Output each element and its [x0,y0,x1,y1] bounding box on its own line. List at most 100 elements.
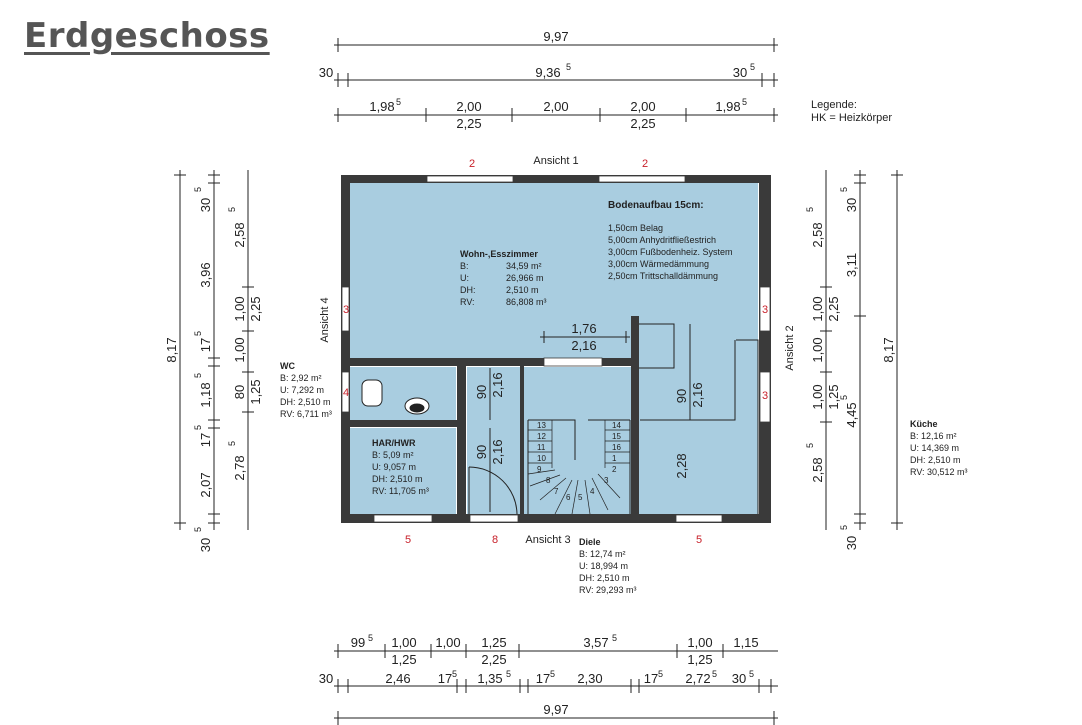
dim-right-c1-d: 30 [844,536,859,550]
stair-num: 12 [537,432,546,441]
dimension-lines [174,38,903,725]
room-line: U: 14,369 m [910,443,960,453]
dim-bot1-g: 1,15 [733,635,758,650]
dim-left-c2-c: 1,00 [232,337,247,362]
dim-inner-v3: 90 [474,445,489,459]
dim-inner-v4: 2,16 [490,439,505,464]
window-mark-top-2: 2 [642,158,648,170]
dim-top2-a: 30 [319,65,333,80]
fixtures [361,323,759,515]
dim-bot2-g: 17 [644,671,658,686]
dim-top3b-a: 2,25 [456,116,481,131]
dim-left-c3-b: 1,25 [248,379,263,404]
dim-bot2-g-sup: 5 [658,669,663,679]
dim-left-c2-b: 1,00 [232,296,247,321]
dim-inner-v2: 2,16 [490,372,505,397]
dim-top3-e: 1,98 [715,99,740,114]
stair-num: 7 [554,487,559,496]
room-line: U: 7,292 m [280,385,325,395]
room-val: 26,966 m [506,273,544,283]
dim-bot2-h: 2,72 [685,671,710,686]
dim-right-c2-a-sup: 5 [805,207,815,212]
dim-bot1-d: 1,25 [481,635,506,650]
dim-bot1b-a: 1,25 [391,652,416,667]
dim-right-c2-c: 1,00 [810,337,825,362]
dim-right-c3-a: 2,25 [826,296,841,321]
stair-num: 14 [612,421,621,430]
floor-buildup-note: Bodenaufbau 15cm: 1,50cm Belag 5,00cm An… [608,200,733,282]
stair-outline [527,419,631,514]
room-line: DH: 2,510 m [280,397,331,407]
room-line: DH: 2,510 m [372,474,423,484]
wall-inner-h2 [350,420,457,427]
dim-inner-h2: 2,16 [571,338,596,353]
dim-bot2-i: 30 [732,671,746,686]
window-right-2 [759,371,771,423]
dim-left-c3-a: 2,25 [248,296,263,321]
room-line: U: 9,057 m [372,462,417,472]
room-fills [350,182,758,514]
sink-bowl-icon [409,403,425,413]
wall-bottom [341,514,771,523]
window-top-1 [426,175,514,183]
dim-left-c2-a: 2,58 [232,222,247,247]
room-val: 2,510 m [506,285,539,295]
room-kueche [639,320,758,514]
dim-bot1-a-sup: 5 [368,633,373,643]
room-line: DH: 2,510 m [910,455,961,465]
legend-line: HK = Heizkörper [811,112,893,124]
window-bottom-2 [469,514,519,523]
stair-numbers: 13 12 11 10 9 8 14 15 16 1 2 3 4 5 6 7 [537,421,621,502]
dim-left-c1-g-sup: 5 [193,527,203,532]
dim-bot2-d: 1,35 [477,671,502,686]
page-title: Erdgeschoss [24,16,270,56]
dim-right-c1-d-sup: 5 [839,525,849,530]
dim-right-c1-a: 30 [844,198,859,212]
dim-left-c1-e: 17 [198,433,213,447]
dim-bot2-c-sup: 5 [452,669,457,679]
stair-num: 11 [537,443,546,452]
room-line: B: 5,09 m² [372,450,414,460]
dim-left-c1-a: 30 [198,198,213,212]
dim-bot2-d-sup: 5 [506,669,511,679]
dim-left-c1-g: 30 [198,538,213,552]
wall-inner-v2 [457,366,466,514]
dim-bot1-c: 1,00 [435,635,460,650]
wall-top [341,175,771,183]
room-name: Küche [910,419,938,429]
legend-heading: Legende: [811,99,857,111]
wall-left [341,175,350,523]
view-label-2: Ansicht 2 [784,325,796,370]
dim-top3-a: 1,98 [369,99,394,114]
floor-layer: 3,00cm Fußbodenheiz. System [608,247,733,257]
room-line: RV: 29,293 m³ [579,585,637,595]
dim-inner-v7: 2,28 [674,453,689,478]
dim-inner-v6: 2,16 [690,382,705,407]
window-mark-top-1: 2 [469,158,475,170]
dim-top3-a-sup: 5 [396,97,401,107]
dim-right-c1-c: 4,45 [844,402,859,427]
floor-layer: 1,50cm Belag [608,223,664,233]
toilet-icon [361,379,383,407]
wall-inner-h1 [350,358,632,366]
window-left-wohn [341,286,350,332]
dim-top2-c-sup: 5 [750,62,755,72]
dim-bot2-e-sup: 5 [550,669,555,679]
room-info-kueche: Küche B: 12,16 m² U: 14,369 m DH: 2,510 … [910,418,968,478]
dim-right-c1-c-sup: 5 [839,395,849,400]
kitchen-counter [639,323,759,514]
dim-left-c1-e-sup: 5 [193,425,203,430]
dim-right-c3-b: 1,25 [826,384,841,409]
wall-inner-v1 [631,316,639,514]
dim-left-c1-c: 17 [198,338,213,352]
dim-bot2-c: 17 [438,671,452,686]
dim-left-total: 8,17 [164,337,179,362]
stair-num: 15 [612,432,621,441]
dim-left-c2-a-sup: 5 [227,207,237,212]
stair-num: 10 [537,454,546,463]
dim-top3-e-sup: 5 [742,97,747,107]
view-label-3: Ansicht 3 [525,534,570,546]
dim-bot-total: 9,97 [543,702,568,717]
dim-right-c2-e-sup: 5 [805,443,815,448]
room-har [350,428,456,514]
